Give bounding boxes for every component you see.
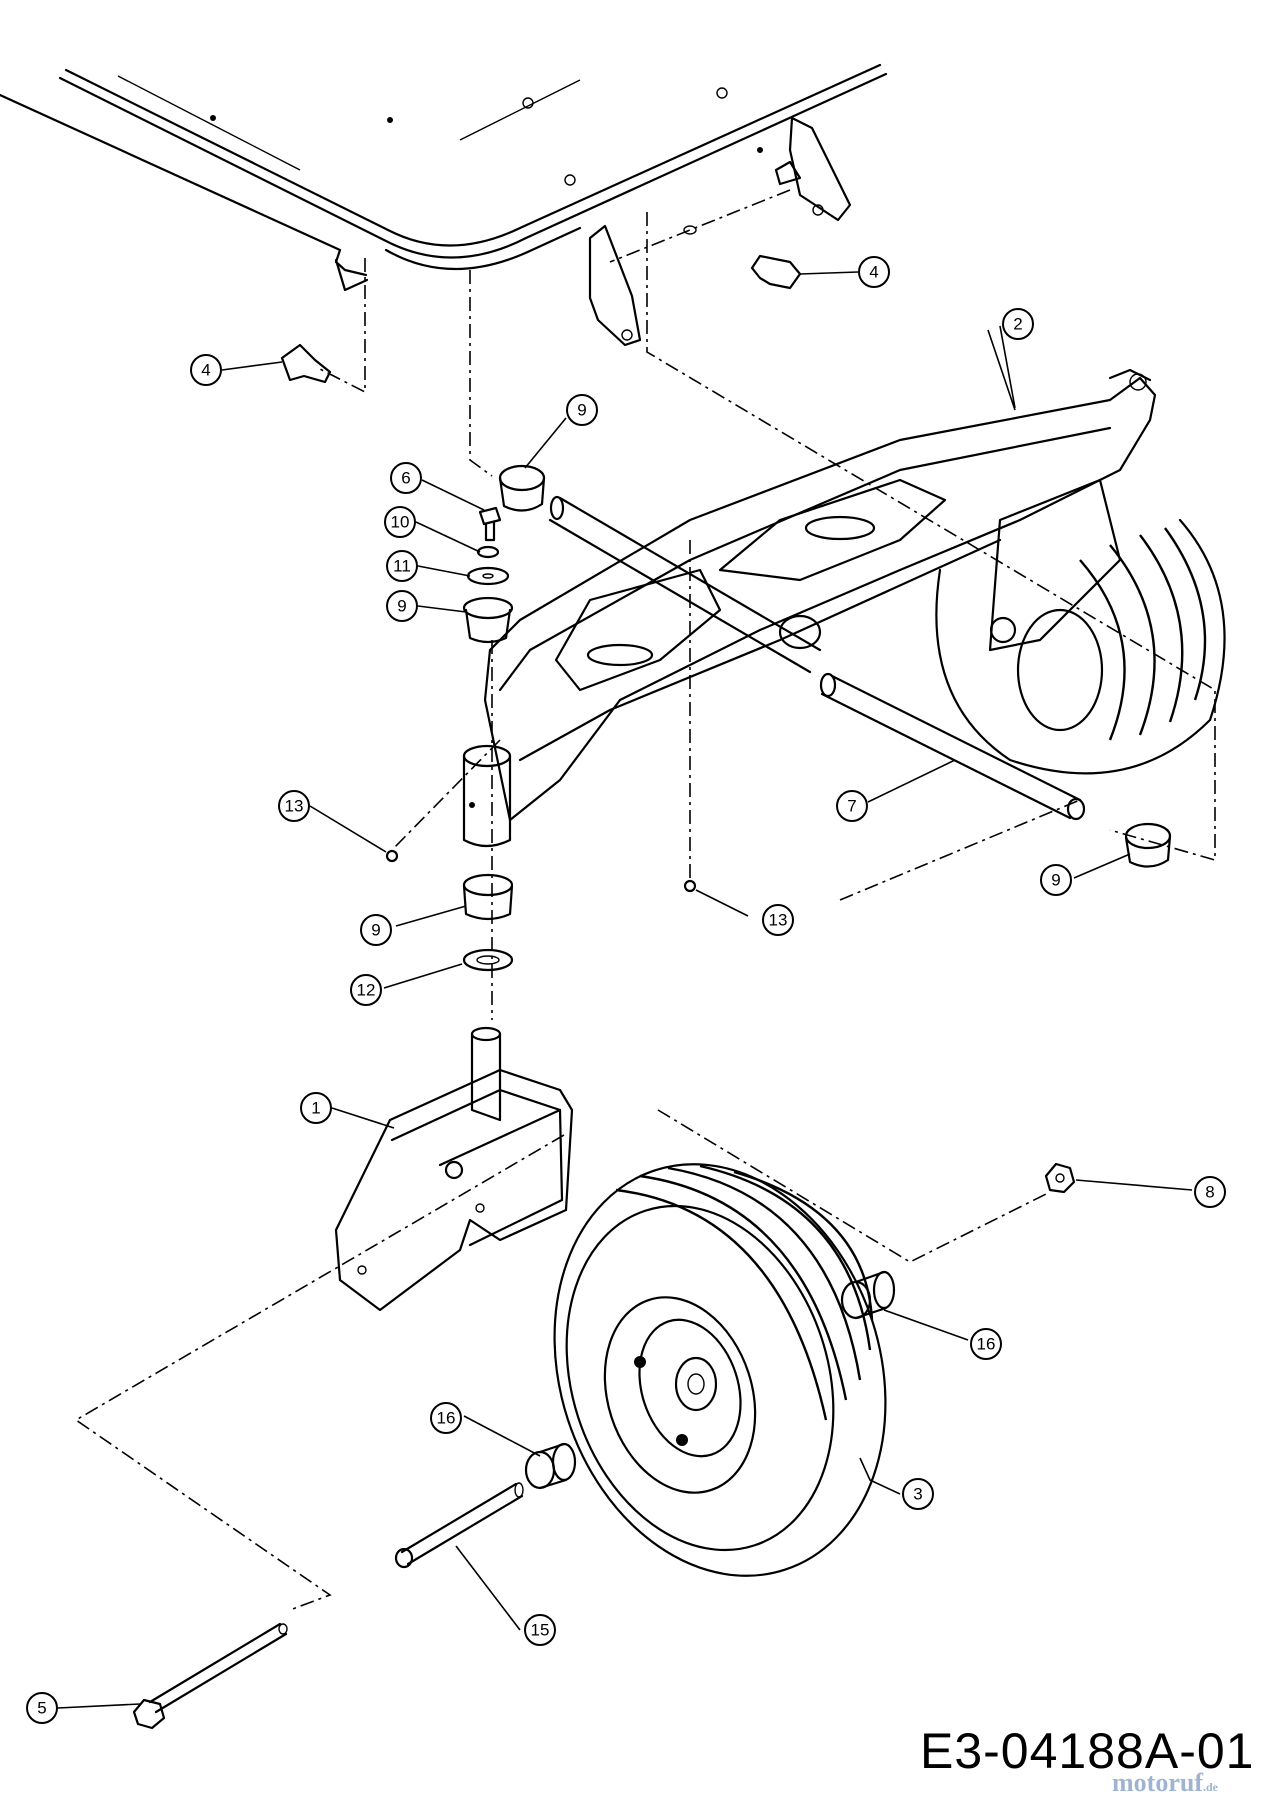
bolt-part-5	[132, 1622, 288, 1730]
callout-label: 15	[531, 1621, 550, 1640]
bolt-part-6	[478, 506, 502, 542]
pivot-tube	[462, 744, 512, 848]
callout-label: 13	[769, 911, 788, 930]
callout-label: 13	[285, 797, 304, 816]
bushing-part-9-right	[1124, 822, 1172, 868]
callout-label: 2	[1013, 315, 1022, 334]
bushing-part-9-lower	[462, 873, 514, 921]
watermark-logo: motoruf.de	[1112, 1768, 1218, 1798]
bushing-part-9-top	[498, 464, 546, 512]
pin-tube	[548, 495, 822, 674]
callout-label: 7	[847, 797, 856, 816]
callout-label: 16	[977, 1335, 996, 1354]
callout-label: 4	[201, 361, 210, 380]
screw-part-13-left	[385, 849, 399, 863]
callout-label: 8	[1205, 1183, 1214, 1202]
drawing-code: E3-04188A-01	[920, 1723, 1255, 1779]
callout-label: 6	[401, 469, 410, 488]
callout-label: 9	[371, 921, 380, 940]
callout-label: 9	[1051, 871, 1060, 890]
callout-label: 10	[391, 513, 410, 532]
washer-part-12	[462, 948, 514, 972]
callout-label: 12	[357, 981, 376, 1000]
rear-wheel-right	[935, 478, 1226, 775]
mower-deck	[0, 63, 888, 347]
bushing-part-9-mid	[462, 596, 514, 644]
watermark-tld: .de	[1202, 1780, 1218, 1794]
assembly-lines	[74, 189, 1216, 1611]
front-wheel-part-3	[553, 1163, 887, 1577]
callout-label: 16	[437, 1409, 456, 1428]
callout-label: 3	[913, 1485, 922, 1504]
axle-beam-part-2	[483, 368, 1157, 822]
caster-fork-part-1	[334, 1026, 574, 1312]
axle-pin-part-7	[819, 672, 1086, 821]
washer-part-10	[476, 545, 500, 559]
washer-part-11	[466, 566, 510, 586]
screw-part-13-mid	[683, 879, 697, 893]
callout-label: 9	[577, 401, 586, 420]
spacer-part-16-left	[524, 1442, 577, 1490]
callouts: 4 4 2 9 6 10 11 9 13 7 13 9 9 12 1 8 16	[26, 256, 1226, 1724]
bolt-part-4-left	[280, 343, 332, 384]
callout-label: 4	[869, 263, 878, 282]
callout-label: 5	[37, 1699, 46, 1718]
bolt-part-4-right	[683, 225, 802, 290]
axle-part-15	[394, 1482, 524, 1569]
callout-label: 9	[397, 597, 406, 616]
watermark-brand: motoruf	[1112, 1768, 1203, 1797]
callout-label: 11	[393, 557, 411, 576]
callout-label: 1	[311, 1099, 320, 1118]
nut-part-8	[1044, 1162, 1076, 1194]
